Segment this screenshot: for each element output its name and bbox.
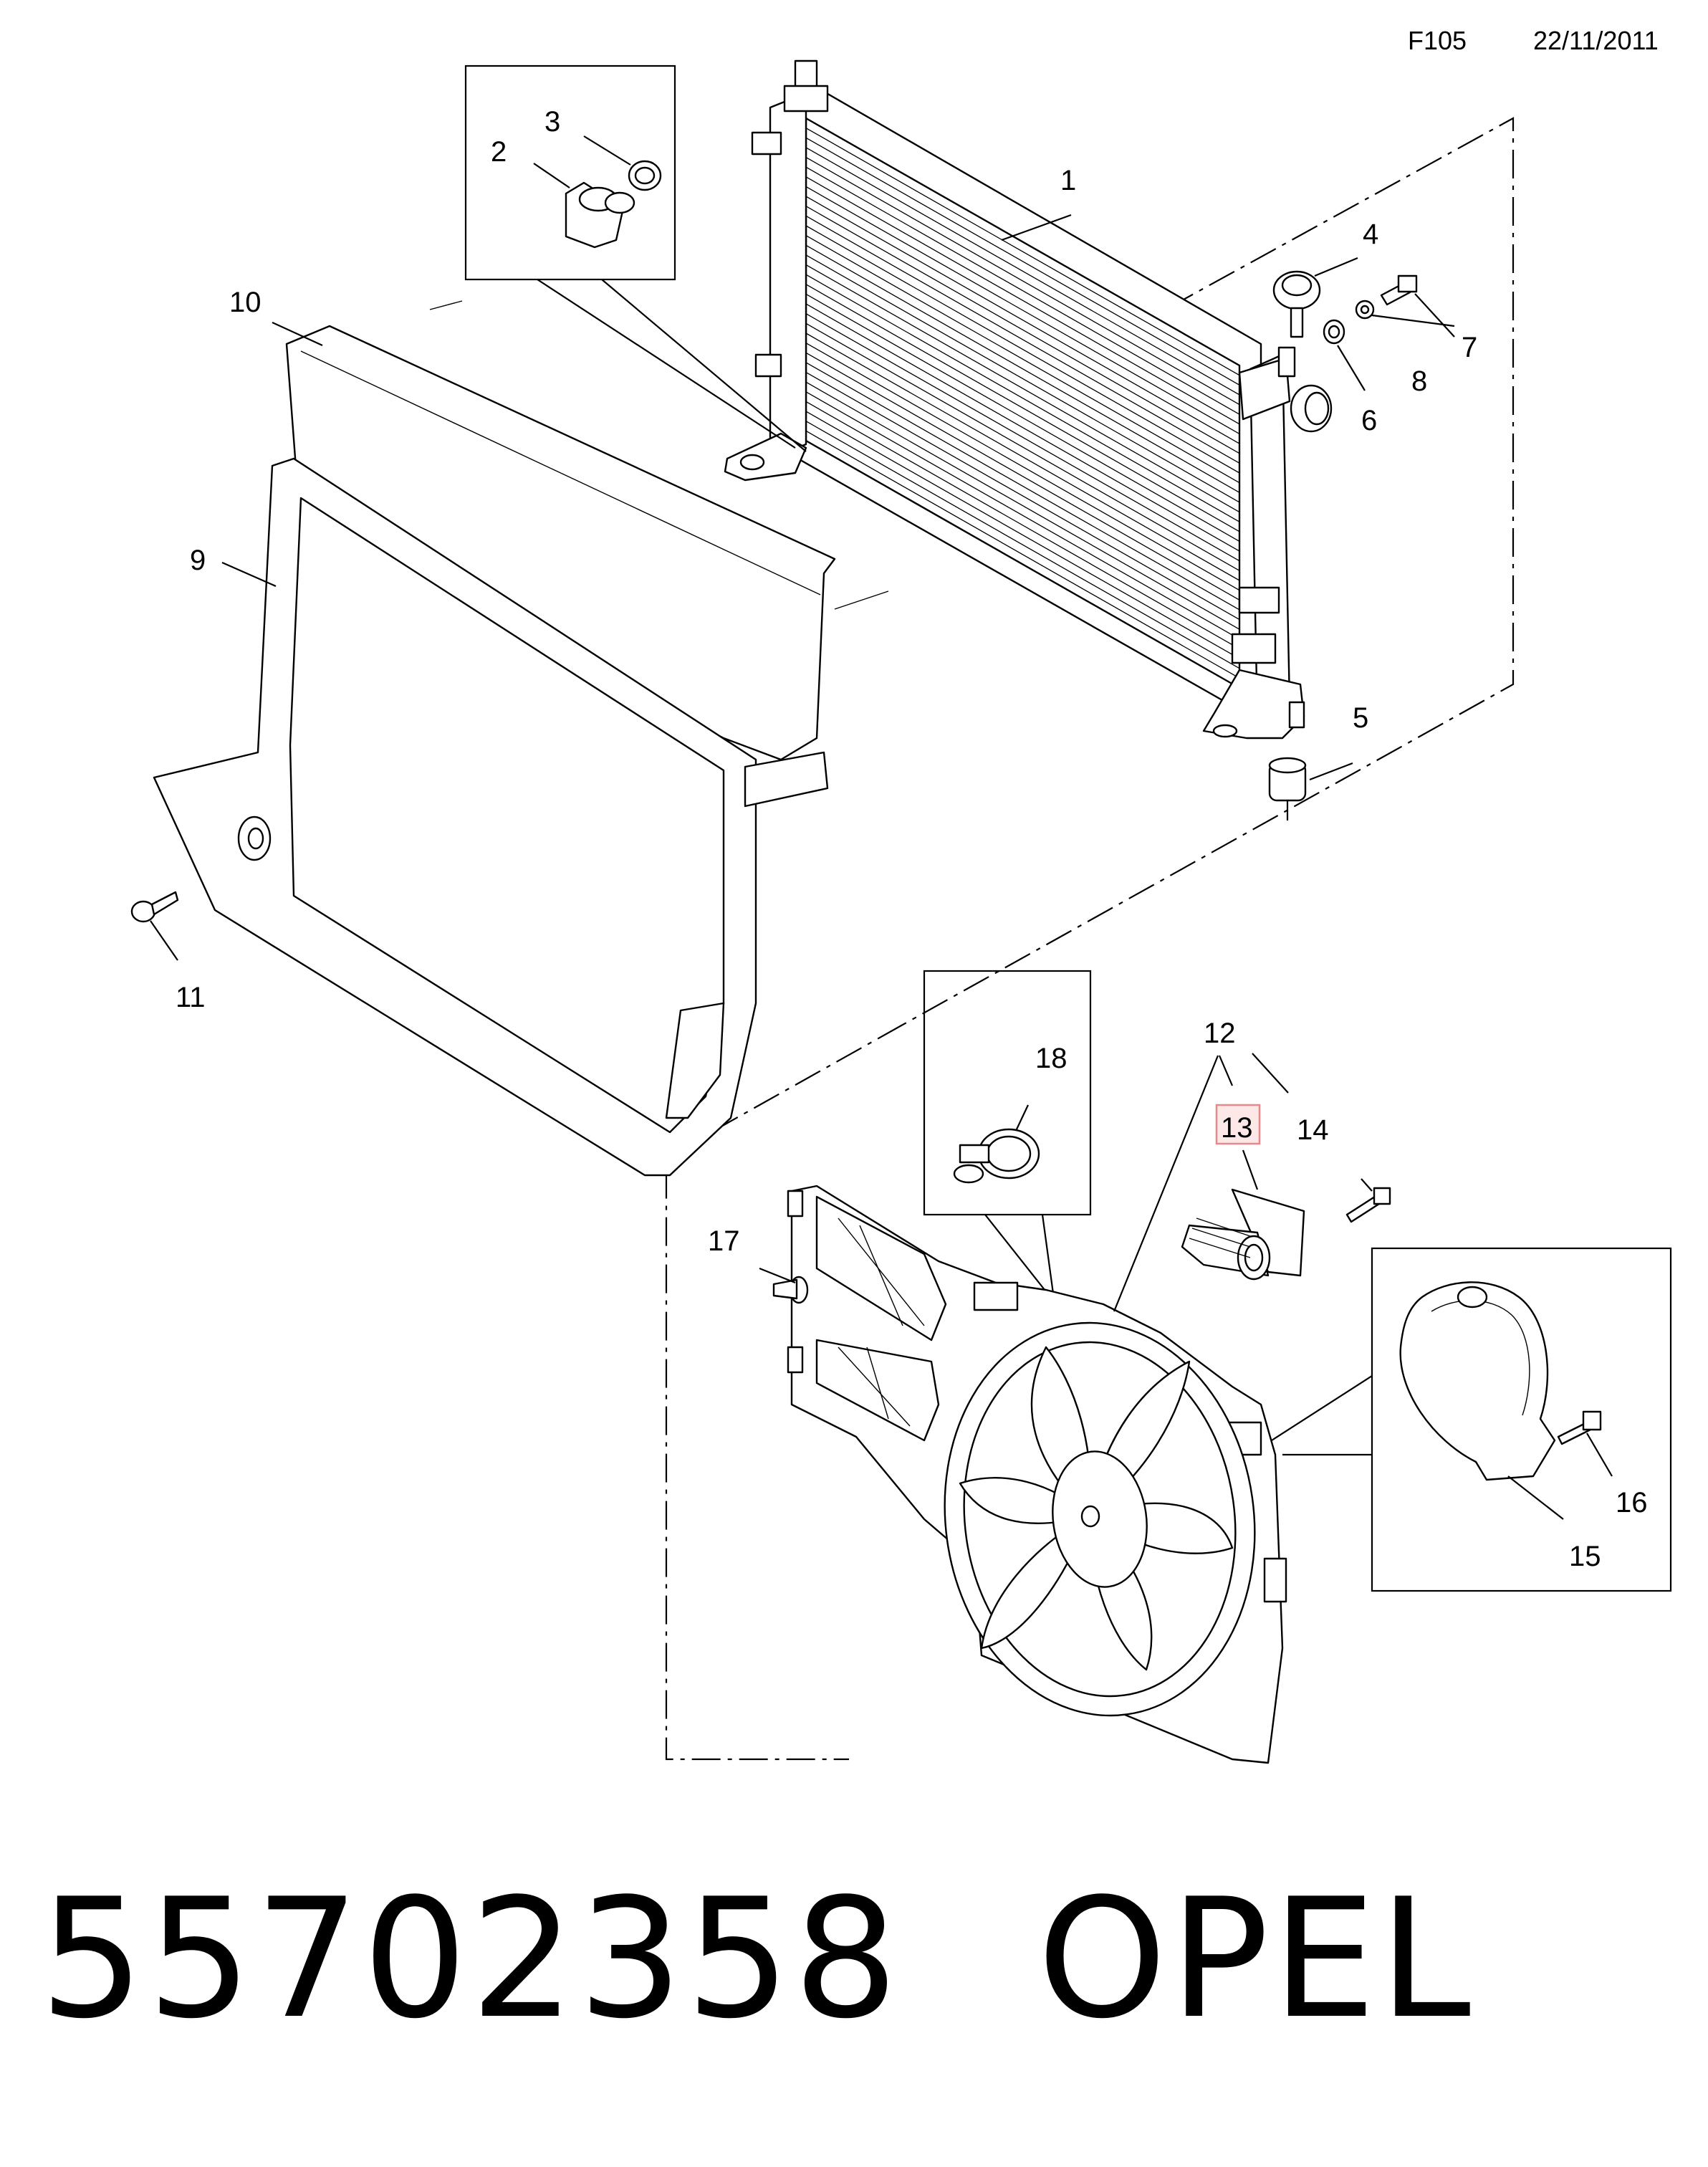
callout-18: 18 (1035, 1043, 1068, 1074)
drain-plug-seal[interactable] (628, 160, 662, 191)
callout-14: 14 (1297, 1114, 1329, 1146)
fan-hub (1052, 1450, 1148, 1588)
part-number: 55702358 (39, 1864, 901, 2055)
sheet-code: F105 (1408, 26, 1467, 55)
brand-name: OPEL (1037, 1864, 1474, 2055)
radiator[interactable] (724, 59, 1333, 740)
callout-17: 17 (708, 1225, 740, 1257)
screw-11[interactable] (130, 891, 179, 923)
inset-box-drain-plug (464, 64, 807, 452)
drain-plug[interactable] (565, 181, 635, 249)
screw-14[interactable] (1345, 1187, 1391, 1223)
callout-9: 9 (190, 545, 206, 576)
screw-17[interactable] (772, 1276, 809, 1304)
bolt-7[interactable] (1380, 274, 1418, 306)
callout-6: 6 (1361, 405, 1377, 436)
callout-16: 16 (1616, 1487, 1648, 1518)
leader-lines (150, 135, 1613, 1520)
callout-2: 2 (491, 136, 507, 168)
callout-3: 3 (544, 106, 560, 138)
callout-5: 5 (1353, 702, 1368, 734)
callout-1: 1 (1060, 165, 1076, 196)
callout-12: 12 (1204, 1018, 1236, 1049)
lower-mounting-rubber[interactable] (1268, 757, 1307, 821)
sheet-date: 22/11/2011 (1533, 26, 1659, 55)
callout-8: 8 (1411, 365, 1427, 397)
inset-box-hose-clip (923, 970, 1092, 1301)
callout-10: 10 (229, 287, 262, 318)
air-guide-frame[interactable] (153, 457, 829, 1177)
fan-resistor[interactable] (1181, 1188, 1305, 1281)
screw-16[interactable] (1557, 1410, 1602, 1445)
fan-motor-bracket[interactable] (1399, 1281, 1556, 1481)
inset-box-fan-bracket (1271, 1247, 1672, 1592)
washer[interactable] (1355, 300, 1375, 320)
callout-4: 4 (1363, 219, 1378, 250)
callout-15: 15 (1569, 1541, 1601, 1572)
assembly-boundary-lower (665, 1024, 903, 1761)
callout-11: 11 (176, 982, 206, 1013)
upper-mounting-rubber[interactable] (1272, 270, 1321, 338)
highlight-box-13 (1215, 1104, 1261, 1145)
spring-nut[interactable] (1323, 319, 1345, 345)
assembly-boundary-upper (902, 117, 1515, 1025)
callout-7: 7 (1462, 332, 1477, 363)
hose-clip[interactable] (953, 1128, 1040, 1184)
callout-13: 13 (1221, 1112, 1253, 1144)
radiator-fins (805, 118, 1240, 689)
